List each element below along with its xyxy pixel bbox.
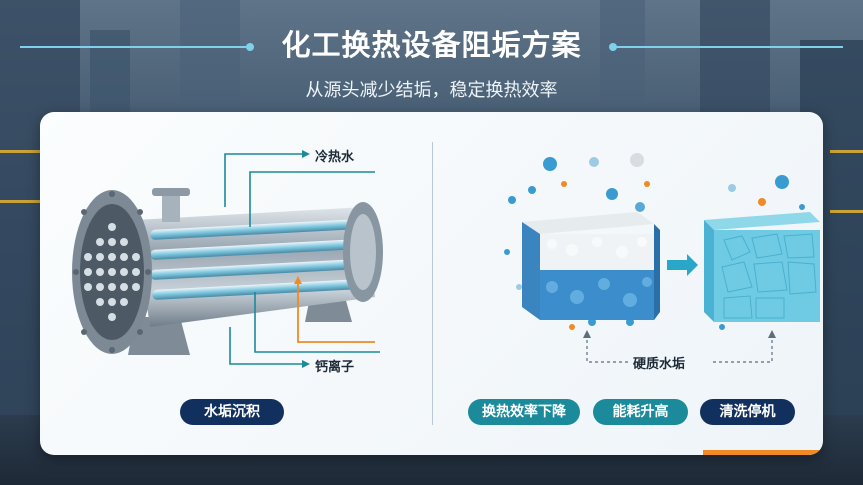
hard-scale-block [714,230,820,322]
energy-rise-badge: 能耗升高 [593,399,688,425]
title-rule-right [609,43,843,51]
hard-scale-label: 硬质水垢 [633,357,686,372]
title-rule-left [20,43,254,51]
page-title: 化工换热设备阻垢方案 [281,28,582,62]
calcium-ion-label: 钙离子 [315,360,355,375]
nozzle [152,188,190,196]
card-accent [703,450,823,455]
efficiency-drop-badge: 换热效率下降 [468,399,580,425]
content-card: 冷热水 钙离子 水垢沉积 [40,112,823,455]
tube-sheet [84,223,140,321]
heat-exchanger-illustration [72,150,383,368]
stand-left [128,317,190,355]
panel-divider [432,142,433,425]
flow-lines [224,153,380,365]
scale-connector [586,334,773,363]
transform-arrow [667,254,698,276]
cold-hot-water-label: 冷热水 [315,150,355,165]
header: 化工换热设备阻垢方案 [0,22,863,64]
page-subtitle: 从源头减少结垢，稳定换热效率 [305,80,558,101]
scale-comparison-illustration [504,153,820,363]
cleaning-shutdown-badge: 清洗停机 [700,399,795,425]
blue-water-layer [540,270,654,320]
scale-deposit-badge: 水垢沉积 [180,399,284,425]
calcium-line [297,282,375,343]
